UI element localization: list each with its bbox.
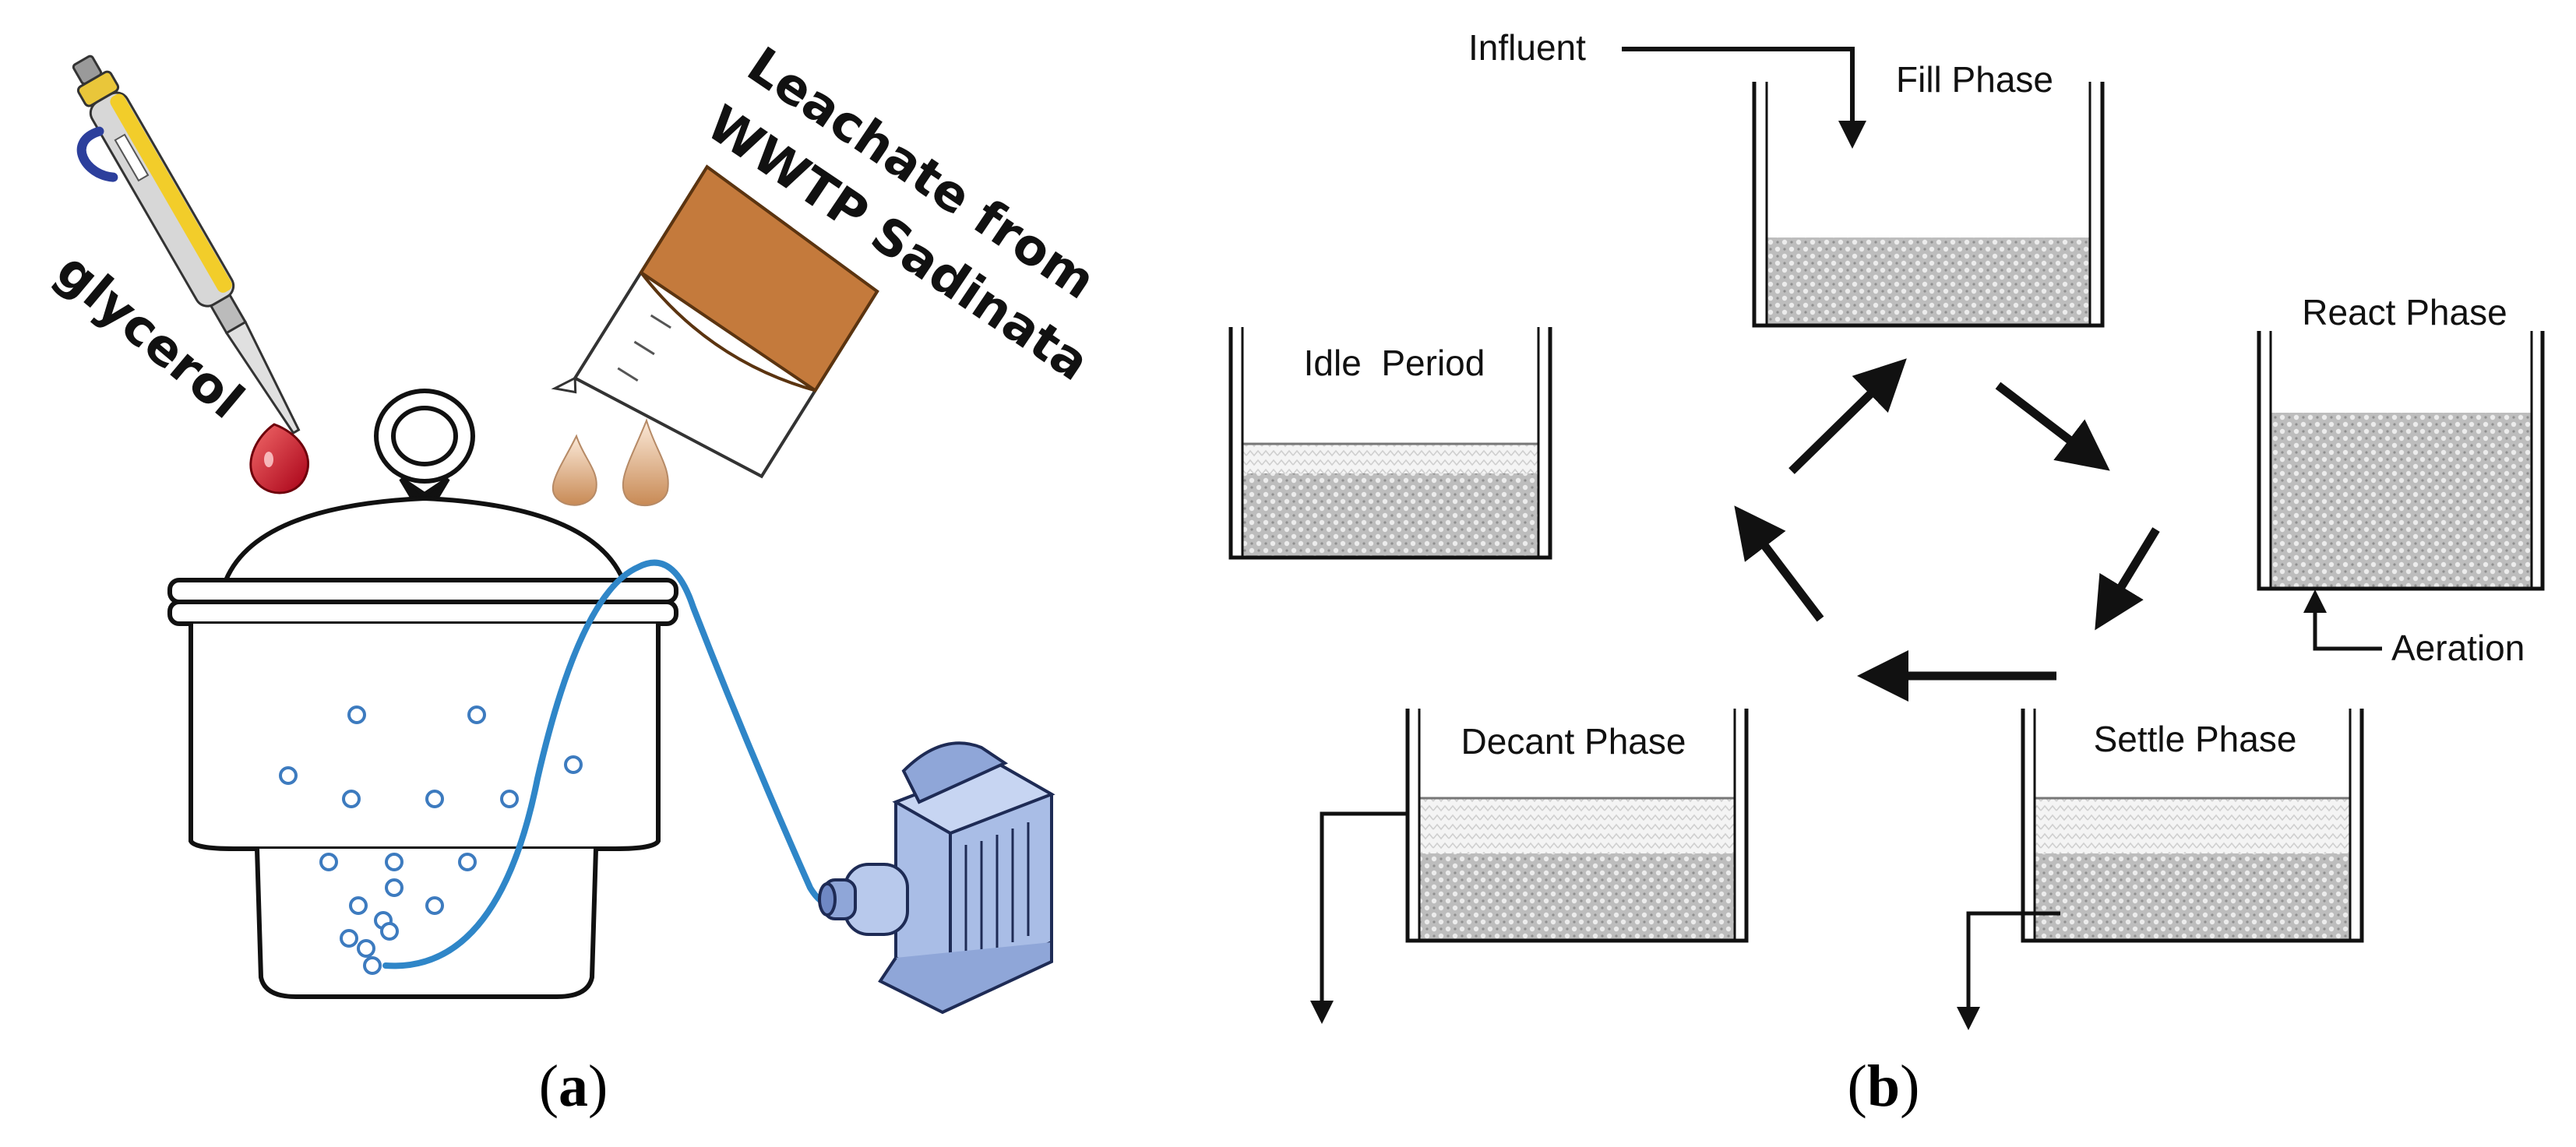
aeration-label: Aeration (2391, 628, 2525, 668)
settle-phase-label: Settle Phase (2094, 719, 2297, 759)
aeration-arrow (2303, 589, 2382, 651)
desiccator-icon (167, 389, 678, 999)
pipette-icon (72, 55, 301, 435)
cycle-arrows (1734, 358, 2160, 702)
tank-decant (1405, 709, 1749, 943)
tank-settle (2021, 709, 2364, 943)
leachate-drop-1 (551, 434, 597, 506)
air-pump-icon (818, 741, 1055, 1015)
glycerol-drop (249, 423, 310, 494)
decant-phase-label: Decant Phase (1461, 721, 1686, 762)
influent-label: Influent (1468, 27, 1586, 68)
cycle-arrow-decant-to-idle (1734, 505, 1824, 622)
cycle-arrow-react-to-settle (2095, 527, 2160, 631)
caption-b: (b) (1848, 1054, 1920, 1119)
influent-arrow (1622, 47, 1866, 149)
fill-phase-label: Fill Phase (1896, 59, 2053, 100)
tank-idle (1228, 327, 1552, 560)
effluent-arrow (1310, 811, 1408, 1024)
tank-fill (1752, 82, 2105, 328)
cycle-arrow-fill-to-react (1995, 382, 2110, 471)
tank-react (2257, 331, 2545, 591)
cycle-arrow-idle-to-fill (1788, 358, 1907, 474)
leachate-drop-2 (622, 417, 669, 506)
caption-a: (a) (539, 1054, 608, 1119)
sludge-waste-arrow (1957, 911, 2060, 1030)
air-tube (382, 559, 837, 969)
beaker-icon (551, 164, 879, 479)
react-phase-label: React Phase (2302, 292, 2507, 332)
panel-a: glycerol Leachate from WWTP Sadinata (45, 37, 1105, 1119)
air-bubbles (279, 705, 583, 975)
idle-period-label: Idle Period (1304, 343, 1485, 383)
panel-b: Influent Fill Phase React Phase Aeration (1228, 27, 2545, 1119)
